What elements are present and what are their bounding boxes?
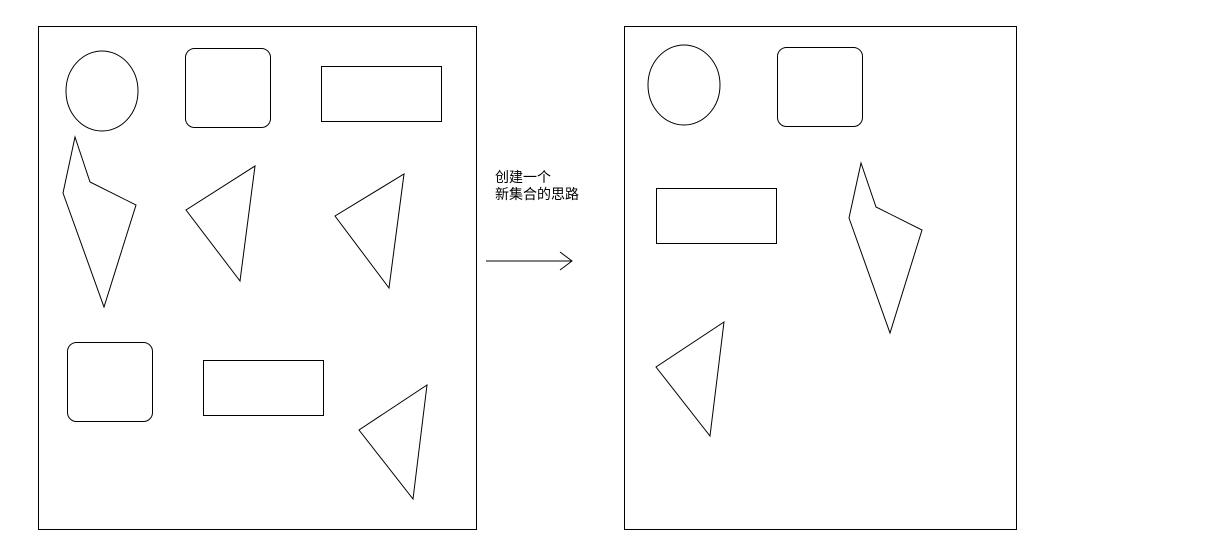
rounded-square-shape [777, 47, 863, 127]
triangle-shape [655, 320, 725, 438]
triangle-shape [358, 383, 428, 501]
irregular-polygon-shape [62, 135, 137, 309]
caption-line: 创建一个 [495, 170, 551, 186]
original-collection-panel [38, 26, 477, 530]
arrow-head-icon [559, 251, 573, 271]
triangle-shape [334, 173, 405, 290]
rectangle-shape [656, 188, 777, 244]
rectangle-shape [203, 360, 324, 416]
triangle-shape [185, 165, 256, 283]
new-collection-panel [624, 26, 1017, 530]
caption-line: 新集合的思路 [495, 187, 579, 203]
rounded-square-shape [185, 48, 271, 128]
arrow-caption: 创建一个 新集合的思路 [495, 170, 605, 204]
irregular-polygon-shape [848, 161, 923, 335]
rounded-square-shape [67, 342, 153, 422]
circle-shape [647, 44, 721, 126]
circle-shape [65, 50, 139, 132]
rectangle-shape [321, 66, 442, 122]
